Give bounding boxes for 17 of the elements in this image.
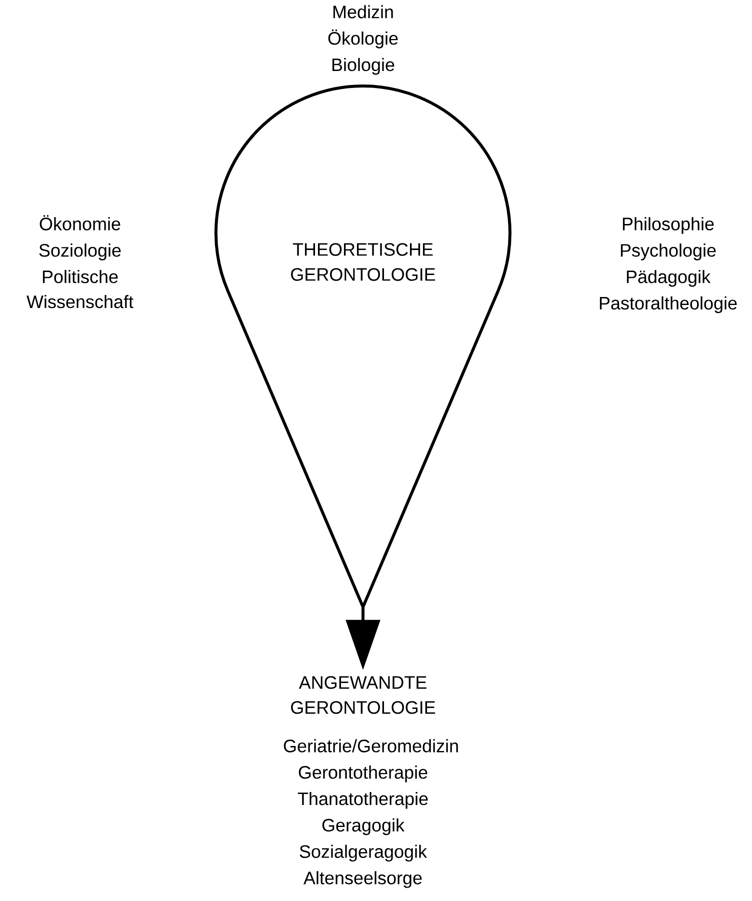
node-label: ANGEWANDTE GERONTOLOGIE: [291, 676, 436, 714]
discipline-label: Philosophie: [622, 217, 714, 234]
discipline-label: Ökologie: [328, 30, 398, 48]
discipline-label: Psychologie: [620, 244, 716, 260]
discipline-label: Geragogik: [322, 818, 405, 836]
discipline-label: Ökonomie: [40, 215, 120, 230]
discipline-label: Soziologie: [39, 244, 121, 260]
node-label: THEORETISCHE GERONTOLOGIE: [291, 243, 436, 281]
discipline-label: Pädagogik: [626, 270, 711, 287]
discipline-label: Gerontotherapie: [298, 766, 428, 782]
discipline-label: Pastoraltheologie: [600, 296, 737, 314]
discipline-label: Geriatrie/Geromedizin: [284, 739, 458, 752]
discipline-label: Medizin: [333, 5, 393, 18]
discipline-label: Sozialgeragogik: [300, 844, 428, 862]
discipline-label: Thanatotherapie: [298, 792, 428, 809]
discipline-label: Politische Wissenschaft: [26, 270, 134, 308]
discipline-label: Altenseelsorge: [304, 871, 422, 888]
